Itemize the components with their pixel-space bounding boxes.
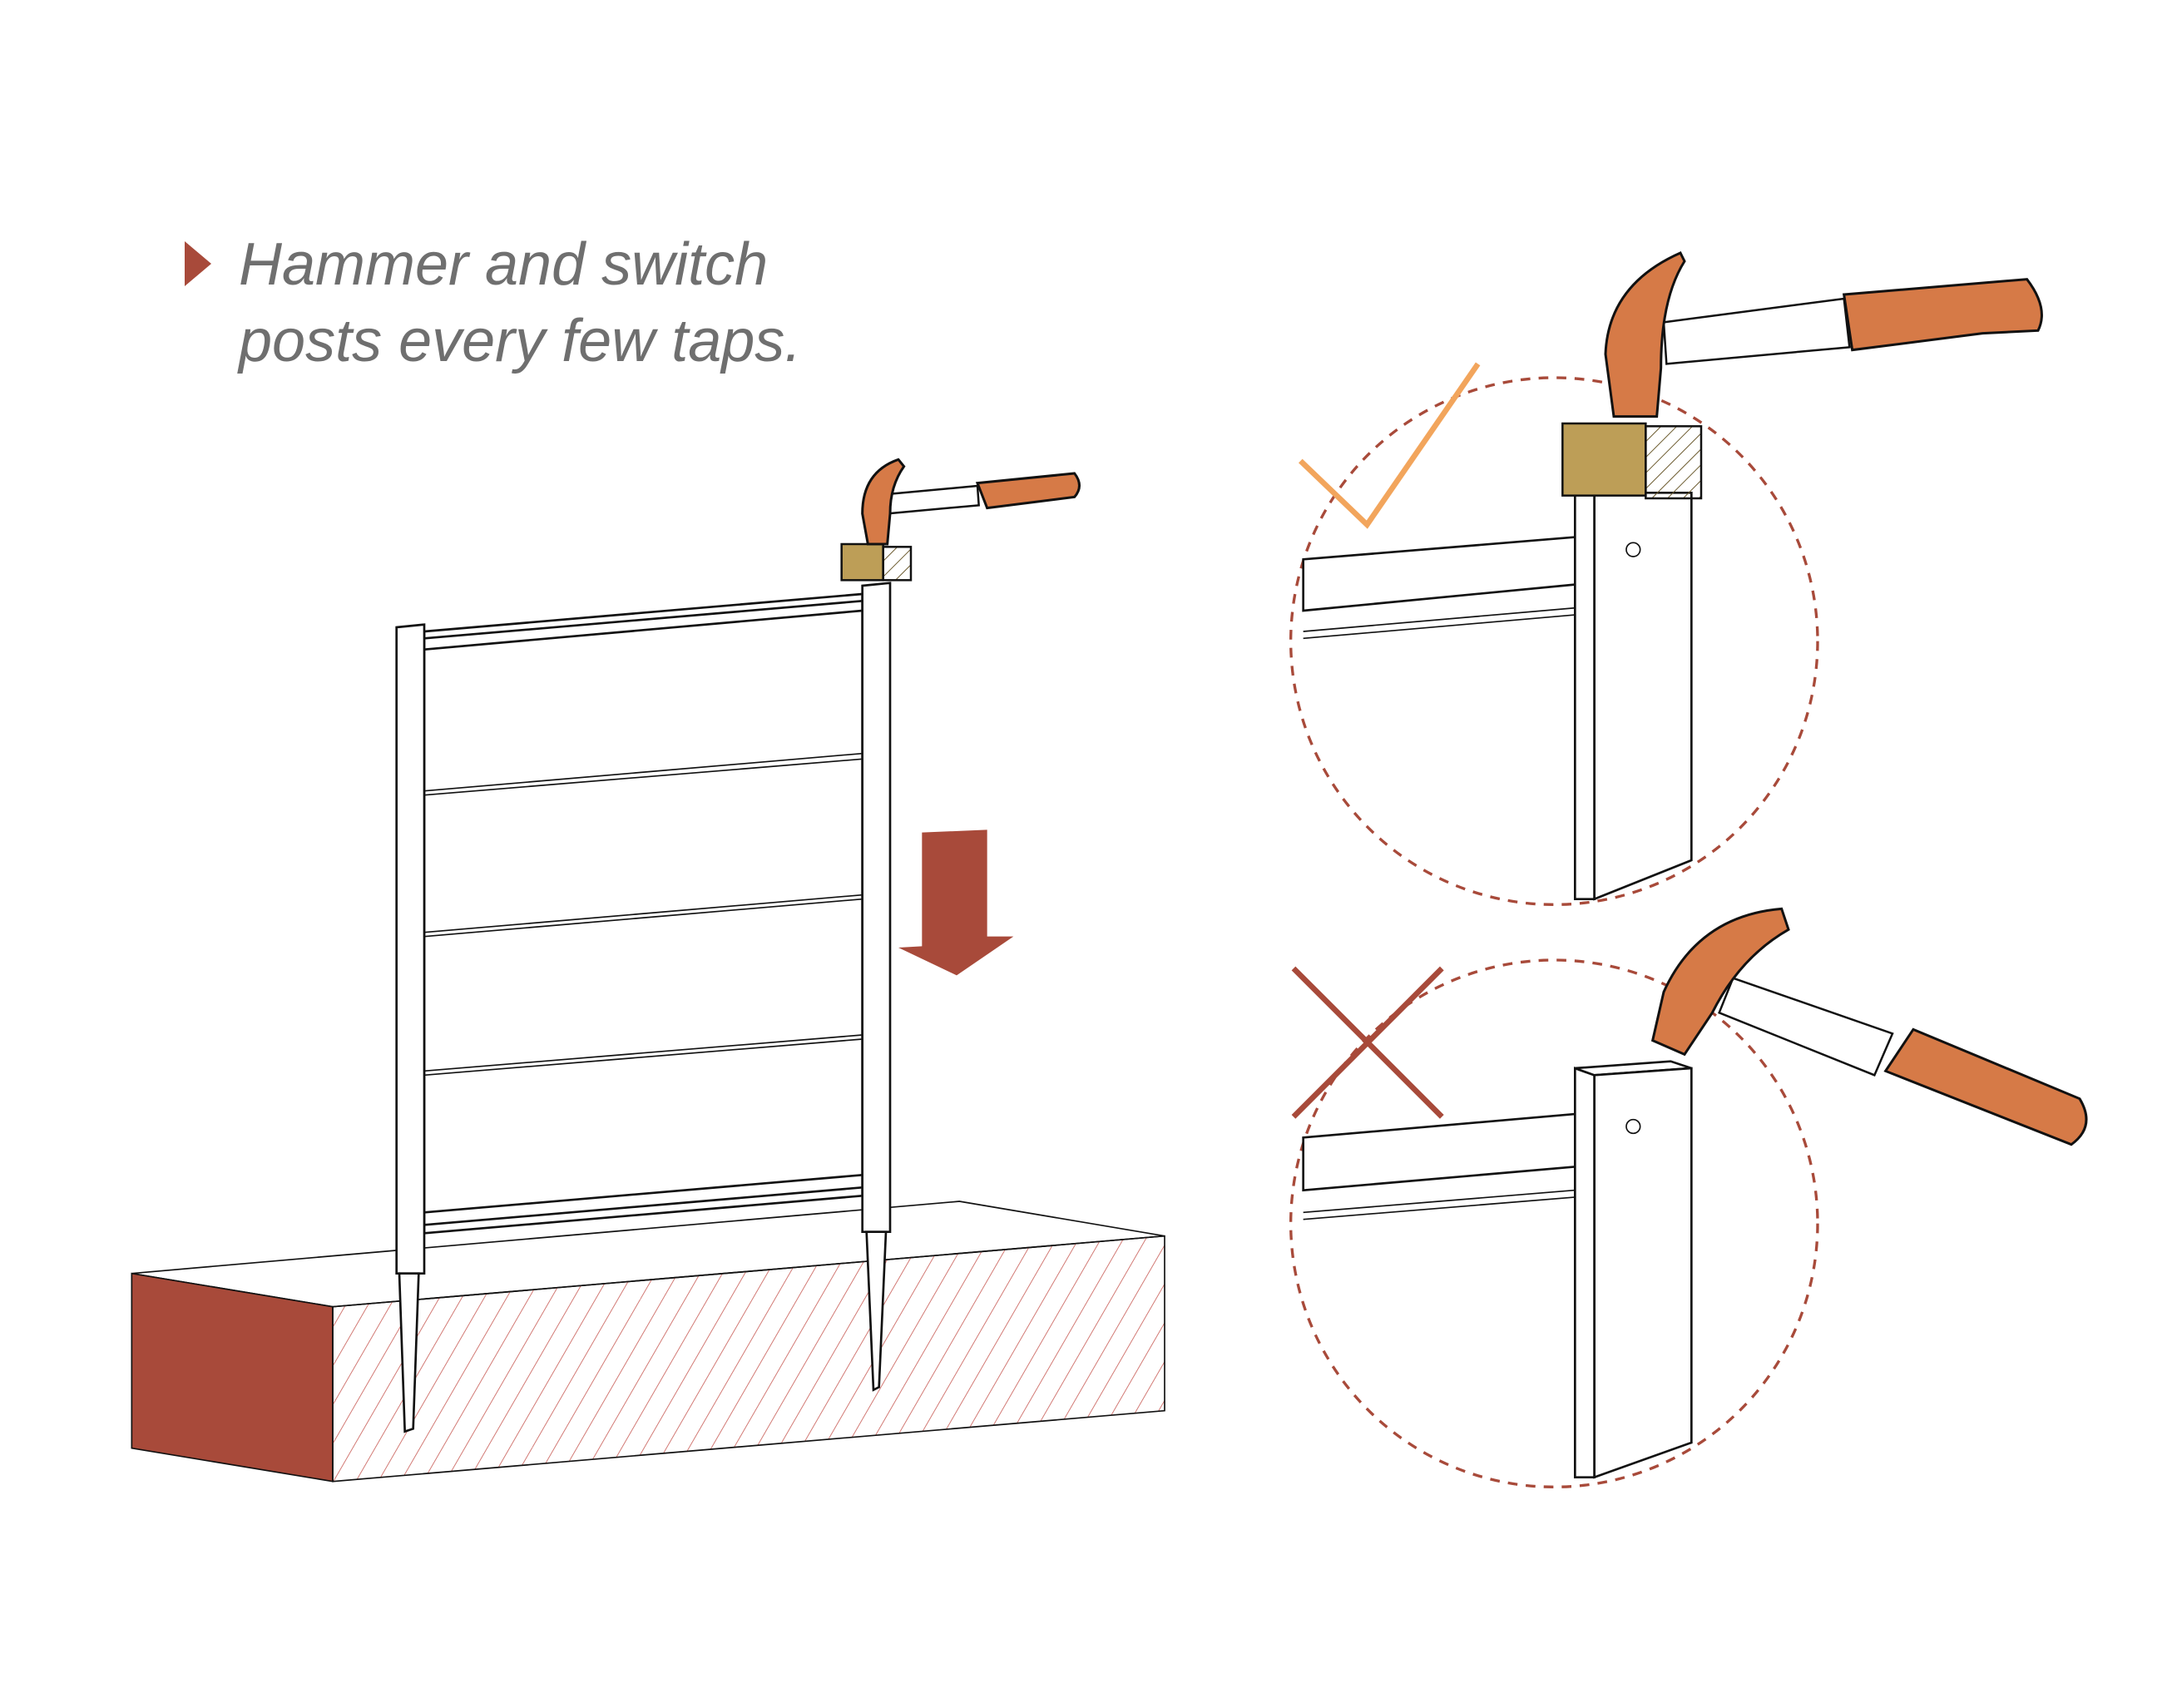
ground-block [131, 1201, 1165, 1483]
hammer-large-incorrect-icon [1650, 907, 2088, 1146]
detail-incorrect [1289, 907, 2088, 1488]
instruction-line-2: posts every few taps. [239, 308, 802, 374]
fence-post-left [395, 623, 426, 1433]
fence-panel [423, 592, 863, 1235]
hammer-small-icon [861, 458, 1081, 546]
instruction-text: Hammer and switch posts every few taps. [239, 226, 801, 379]
instruction-line-1: Hammer and switch [239, 231, 769, 298]
fence-post-right [861, 582, 892, 1392]
detail-correct [1289, 251, 2043, 906]
cross-mark-icon [1291, 966, 1444, 1119]
wood-block-small [840, 542, 913, 582]
check-mark-icon [1299, 362, 1481, 529]
hammer-large-correct-icon [1604, 251, 2043, 418]
triangle-right-icon [185, 241, 211, 286]
down-arrow-icon [898, 829, 1014, 976]
